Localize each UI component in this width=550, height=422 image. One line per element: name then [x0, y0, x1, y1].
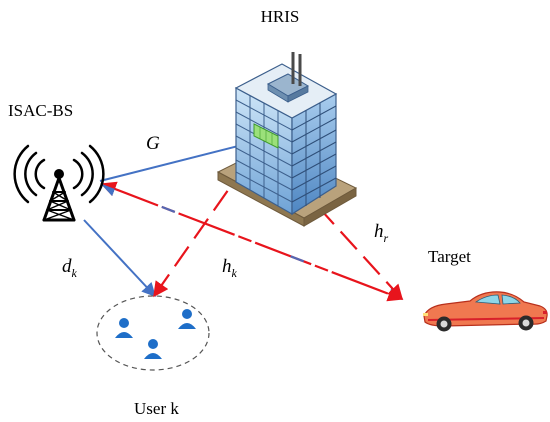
radio-tower-icon [13, 144, 105, 222]
person-icon [115, 318, 133, 338]
person-icon [144, 339, 162, 359]
person-icon [178, 309, 196, 329]
user-k-label: User k [134, 399, 179, 418]
link-bs-target [100, 181, 404, 302]
link-hk [153, 162, 248, 298]
isac-bs-label: ISAC-BS [8, 101, 73, 120]
building-icon [216, 52, 358, 227]
hris-label: HRIS [261, 7, 300, 26]
target-label: Target [428, 247, 471, 266]
channel-hk-label: hk [222, 256, 238, 280]
user-cluster-boundary [96, 295, 210, 371]
channel-hr-label: hr [374, 221, 389, 245]
channel-dk-label: dk [62, 256, 78, 280]
link-g [99, 139, 263, 182]
sports-car-icon [423, 291, 548, 332]
channel-g-label: G [146, 133, 160, 154]
link-dk [83, 219, 156, 298]
